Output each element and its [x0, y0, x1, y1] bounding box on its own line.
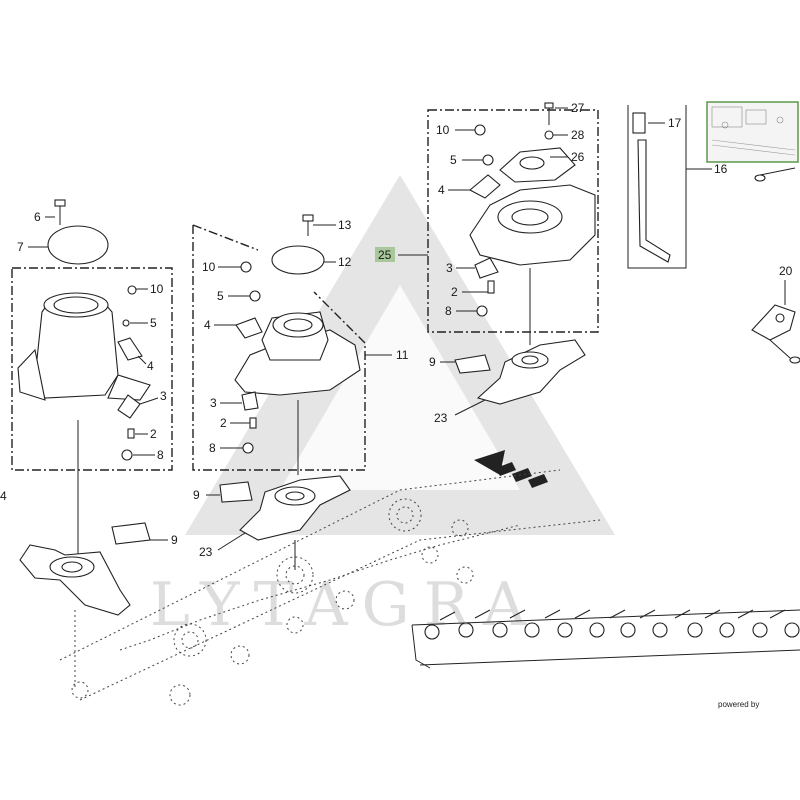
callout-10[interactable]: 10 [436, 123, 450, 137]
callout-23[interactable]: 23 [199, 545, 213, 559]
watermark-text: LYTAGRA [150, 570, 540, 640]
powered-by-text: powered by [718, 700, 759, 709]
callout-9[interactable]: 9 [193, 488, 200, 502]
callout-4[interactable]: 4 [438, 183, 445, 197]
callout-10[interactable]: 10 [150, 282, 164, 296]
callout-9[interactable]: 9 [429, 355, 436, 369]
callout-5[interactable]: 5 [217, 289, 224, 303]
callout-28[interactable]: 28 [571, 128, 585, 142]
callout-3[interactable]: 3 [210, 396, 217, 410]
callout-11[interactable]: 11 [396, 348, 409, 362]
cutter-bar-detail [411, 609, 800, 669]
callout-23[interactable]: 23 [434, 411, 448, 425]
upper-disc-assembly [398, 102, 599, 416]
left-hub-assembly [11, 199, 173, 690]
part-20-bracket [751, 167, 800, 364]
callout-5[interactable]: 5 [150, 316, 157, 330]
callout-16[interactable]: 16 [714, 162, 728, 176]
callout-26[interactable]: 26 [571, 150, 585, 164]
callout-27[interactable]: 27 [571, 101, 585, 115]
callout-5[interactable]: 5 [450, 153, 457, 167]
guard-rail-part [627, 105, 712, 269]
callout-20[interactable]: 20 [779, 264, 793, 278]
callout-9[interactable]: 9 [171, 533, 178, 547]
callout-labels: 27 28 26 10 5 4 25 3 2 8 17 16 20 9 23 6… [0, 101, 793, 559]
watermark: LYTAGRA [150, 175, 615, 640]
callout-25[interactable]: 25 [378, 248, 392, 262]
callout-17[interactable]: 17 [668, 116, 682, 130]
callout-2[interactable]: 2 [451, 285, 458, 299]
callout-10[interactable]: 10 [202, 260, 216, 274]
thumbnail-image[interactable] [706, 101, 799, 163]
callout-3[interactable]: 3 [446, 261, 453, 275]
callout-2[interactable]: 2 [220, 416, 227, 430]
callout-12[interactable]: 12 [338, 255, 352, 269]
direction-arrow-icon [474, 450, 548, 488]
callout-6[interactable]: 6 [34, 210, 41, 224]
callout-8[interactable]: 8 [209, 441, 216, 455]
callout-7[interactable]: 7 [17, 240, 24, 254]
callout-4[interactable]: 4 [147, 359, 154, 373]
callout-13[interactable]: 13 [338, 218, 352, 232]
middle-disc-assembly [111, 214, 392, 570]
callout-4[interactable]: 4 [204, 318, 211, 332]
callout-8[interactable]: 8 [157, 448, 164, 462]
callout-2[interactable]: 2 [150, 427, 157, 441]
cutter-bar [59, 469, 601, 706]
callout-8[interactable]: 8 [445, 304, 452, 318]
callout-25-highlight [375, 247, 395, 262]
callout-3[interactable]: 3 [160, 389, 167, 403]
callout-4-edge[interactable]: 4 [0, 489, 7, 503]
